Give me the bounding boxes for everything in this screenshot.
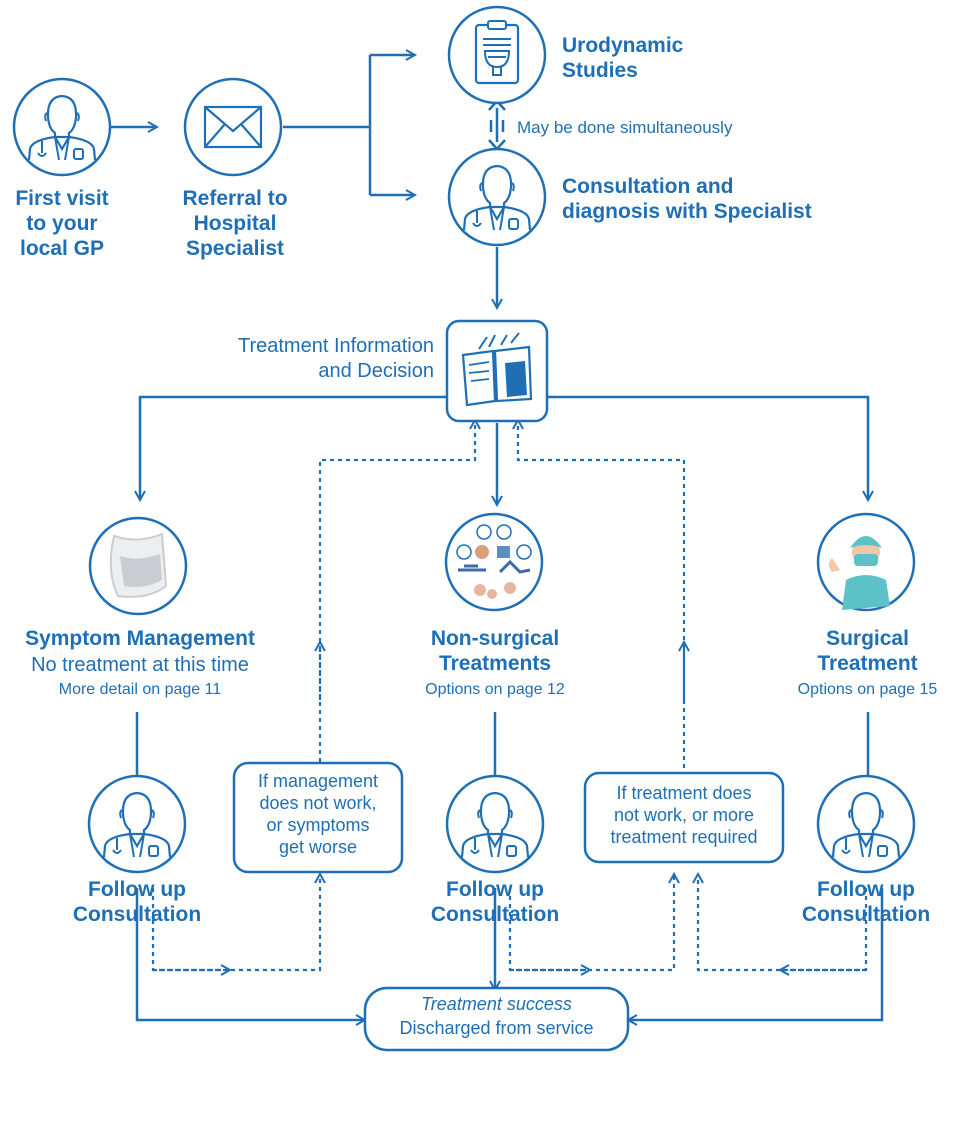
referral-label: Referral to Hospital Specialist	[182, 187, 288, 261]
branch-vertical	[355, 55, 372, 195]
feedback-dotted-lines	[151, 420, 868, 972]
success-title: Treatment success	[421, 994, 572, 1014]
followup-label-right: Follow up Consultation	[801, 878, 931, 927]
consultation-label: Consultation and diagnosis with Speciali…	[562, 175, 812, 224]
arrow-left-to-success	[135, 888, 365, 1020]
doctor-icon	[87, 774, 187, 874]
lifestyle-exercise-icon	[444, 512, 544, 612]
symptom-mgmt-title: Symptom Management	[25, 627, 255, 650]
dotted-right-up	[518, 420, 686, 792]
feedback-box-right	[583, 771, 785, 864]
urodynamic-label: Urodynamic Studies	[562, 34, 684, 83]
gp-visit-label: First visit to your local GP	[15, 187, 109, 261]
connector-lines	[107, 55, 884, 1020]
dotted-left-feedback	[151, 874, 320, 972]
surgeon-icon	[816, 512, 916, 612]
success-subtitle: Discharged from service	[399, 1018, 594, 1038]
feedback-box-left	[232, 761, 404, 874]
treatment-info-label: Treatment Information and Decision	[237, 335, 434, 382]
feedback-text-left: If management does not work, or symptoms…	[257, 771, 379, 857]
arrow-right-to-success	[628, 888, 884, 1020]
non-surgical-title: Non-surgical Treatments	[430, 627, 560, 676]
doctor-icon	[447, 147, 547, 247]
doctor-icon	[12, 77, 112, 177]
arrow-treatinfo-left	[140, 395, 446, 500]
incontinence-pad-icon	[88, 516, 188, 616]
dotted-center-feedback	[508, 874, 674, 972]
success-box	[363, 986, 630, 1052]
doctor-icon	[816, 774, 916, 874]
clipboard-bladder-icon	[447, 5, 547, 105]
symptom-mgmt-subtitle: No treatment at this time	[31, 654, 249, 676]
open-book-icon	[445, 319, 549, 423]
arrow-simultaneous	[489, 108, 505, 142]
symptom-mgmt-note: More detail on page 11	[58, 681, 222, 698]
non-surgical-note: Options on page 12	[425, 681, 565, 698]
surgical-note: Options on page 15	[797, 681, 938, 698]
simultaneous-note: May be done simultaneously	[517, 118, 733, 137]
dotted-right-feedback	[698, 874, 868, 972]
feedback-text-right: If treatment does not work, or more trea…	[610, 783, 758, 847]
dotted-left-up	[318, 420, 475, 762]
followup-label-left: Follow up Consultation	[72, 878, 202, 927]
surgical-title: Surgical Treatment	[817, 627, 918, 676]
doctor-icon	[445, 774, 545, 874]
followup-label-center: Follow up Consultation	[430, 878, 560, 927]
envelope-icon	[183, 77, 283, 177]
arrow-treatinfo-right	[546, 395, 868, 500]
